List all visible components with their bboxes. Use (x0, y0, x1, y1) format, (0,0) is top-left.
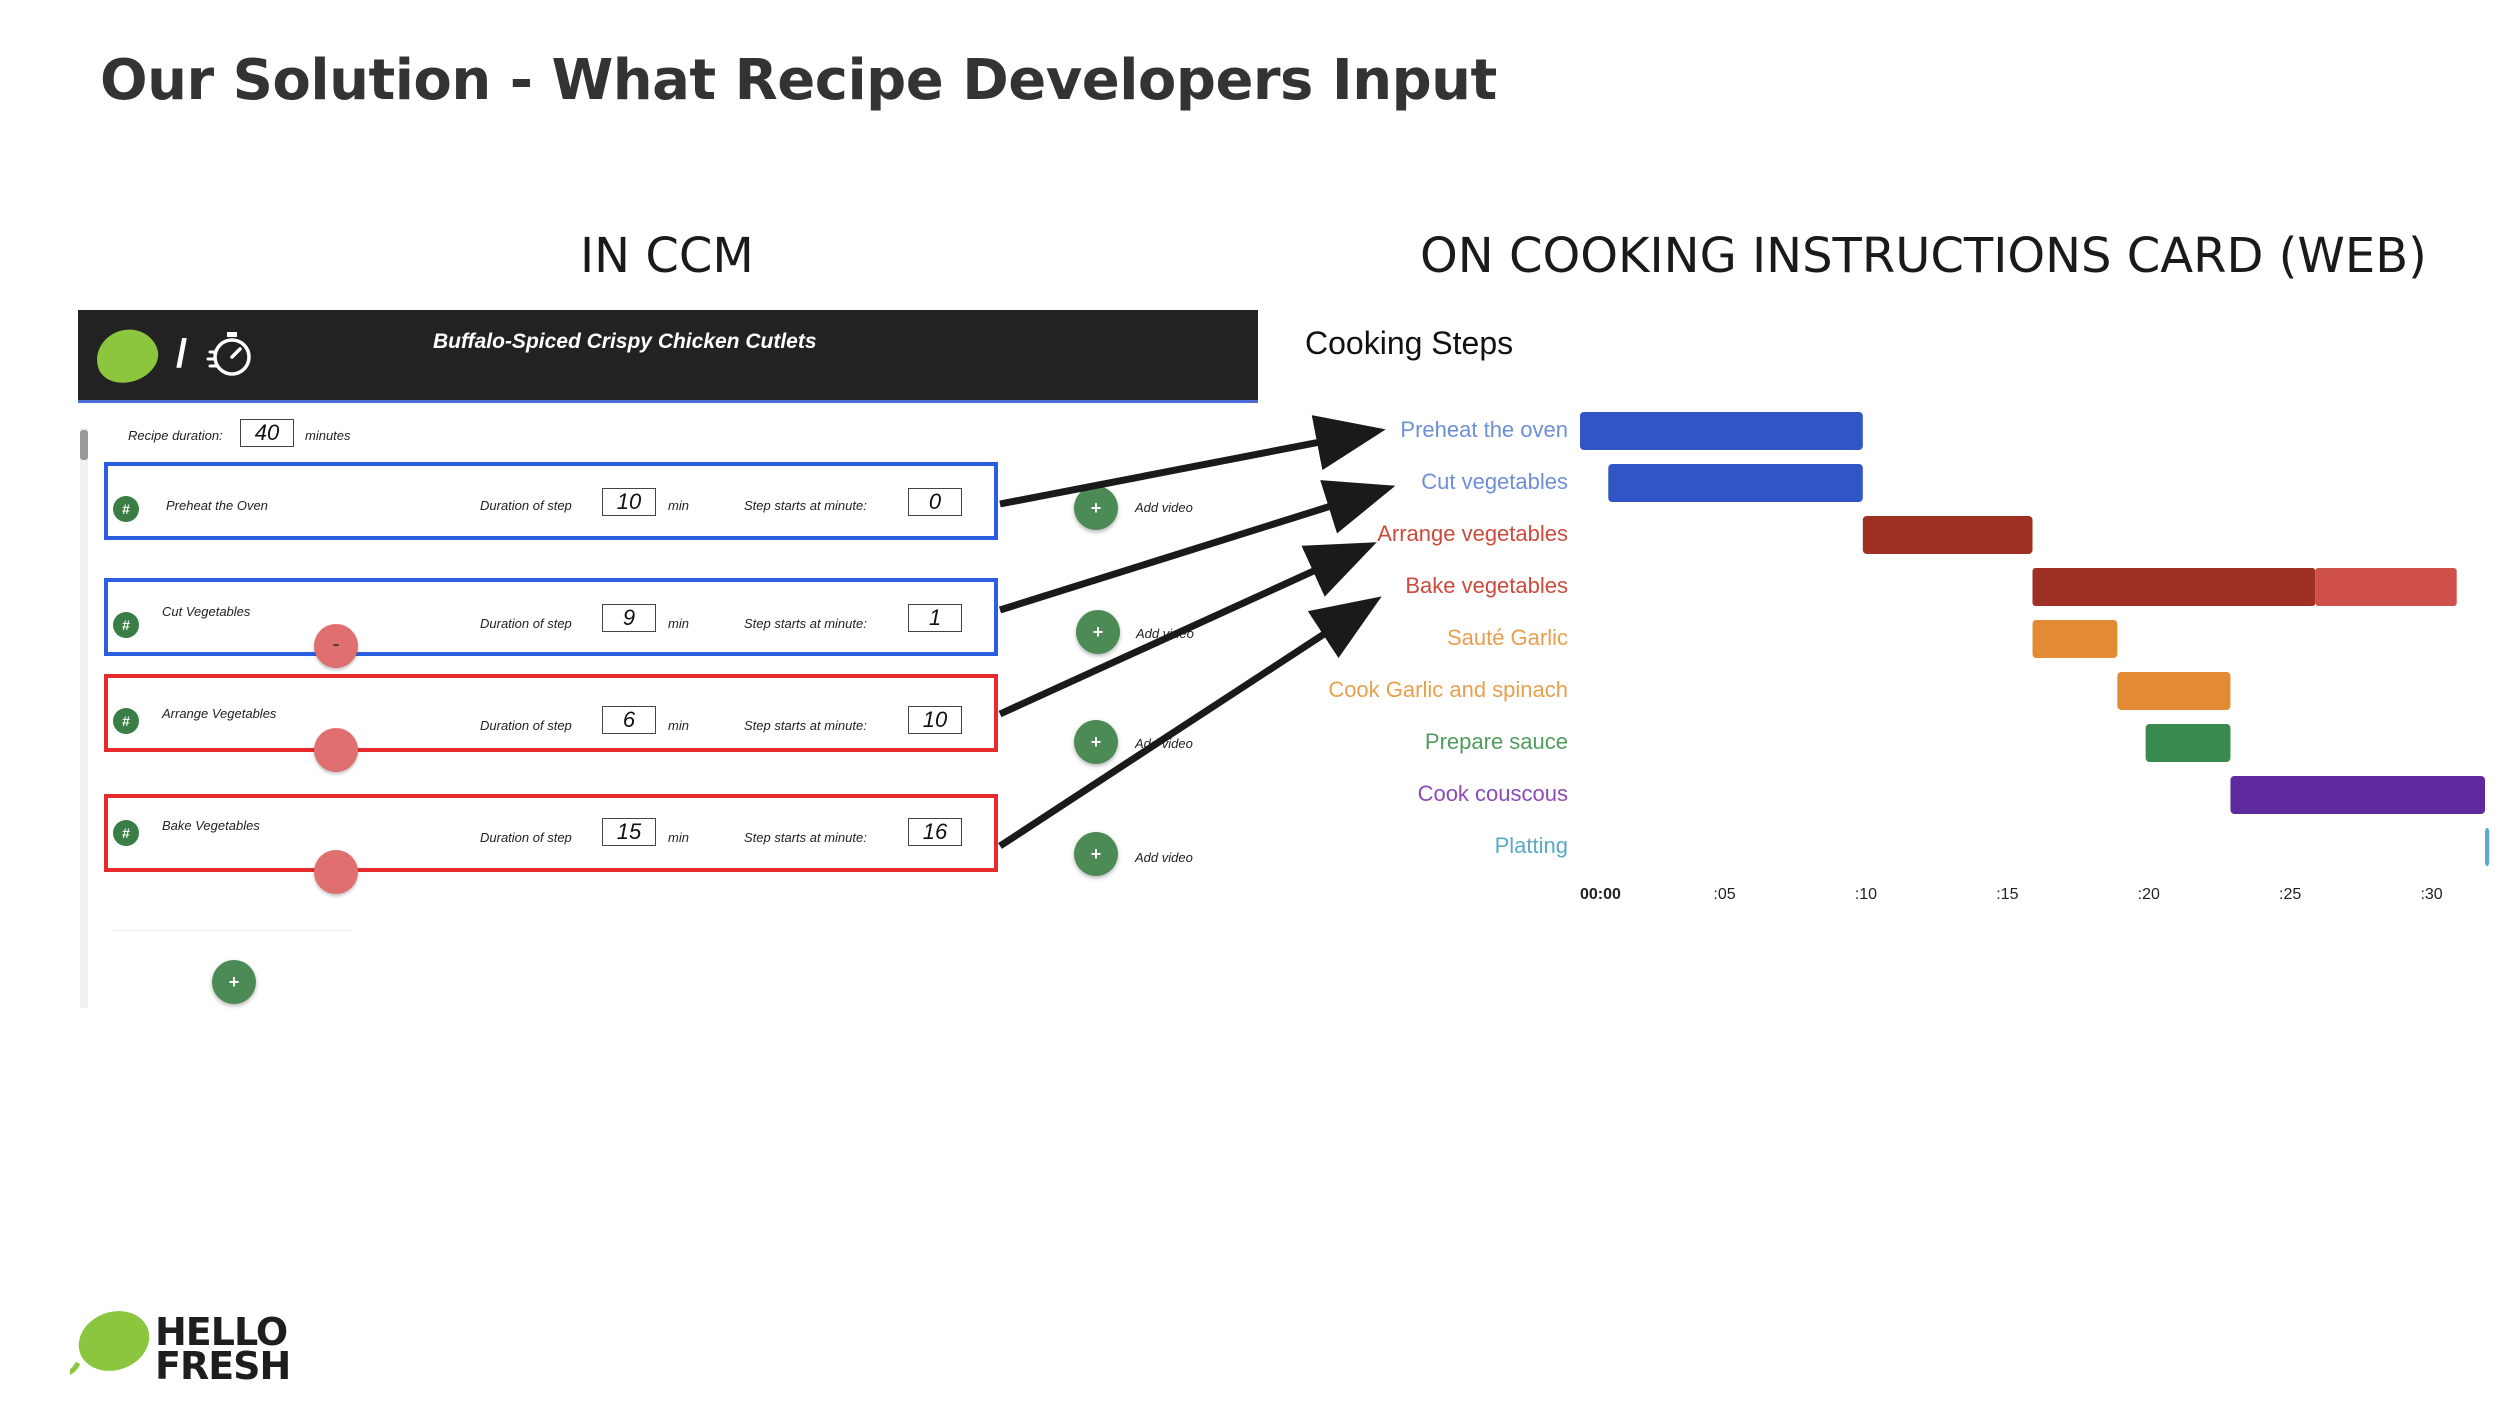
duration-label: Duration of step (480, 616, 572, 631)
x-tick-label: :30 (2420, 886, 2443, 903)
step-number-icon[interactable]: # (113, 612, 139, 638)
duration-input[interactable]: 6 (602, 706, 656, 734)
gantt-bar (1608, 464, 1863, 502)
start-minute-input[interactable]: 10 (908, 706, 962, 734)
gantt-bar (2485, 828, 2490, 866)
duration-label: Duration of step (480, 718, 572, 733)
ccm-header-bar: / Buffalo-Spiced Crispy Chicken Cutlets (78, 310, 1258, 403)
remove-step-button[interactable]: - (314, 624, 358, 668)
breadcrumb-separator: / (176, 332, 188, 376)
min-label: min (668, 830, 689, 845)
recipe-duration-input[interactable]: 40 (240, 419, 294, 447)
min-label: min (668, 498, 689, 513)
step-number-icon[interactable]: # (113, 820, 139, 846)
remove-step-button[interactable] (314, 850, 358, 894)
arrow-arrange (998, 542, 1377, 718)
add-step-button[interactable]: + (212, 960, 256, 1004)
task-label: Arrange vegetables (1377, 521, 1568, 546)
gantt-bar (2032, 568, 2316, 606)
add-video-button[interactable]: + (1074, 720, 1118, 764)
step-number-icon[interactable]: # (113, 708, 139, 734)
step-card-bake: # Bake Vegetables Duration of step 15 mi… (104, 794, 998, 872)
step-name: Cut Vegetables (162, 604, 251, 619)
step-name: Bake Vegetables (162, 818, 260, 833)
x-tick-label: :05 (1713, 886, 1736, 903)
task-label: Bake vegetables (1405, 573, 1568, 598)
add-video-label[interactable]: Add video (1135, 850, 1193, 865)
timer-icon[interactable] (204, 328, 256, 380)
duration-label: Duration of step (480, 830, 572, 845)
x-tick-label: :25 (2279, 886, 2302, 903)
start-label: Step starts at minute: (744, 718, 867, 733)
x-tick-label: :15 (1996, 886, 2019, 903)
slide-title: Our Solution - What Recipe Developers In… (100, 48, 1497, 113)
start-label: Step starts at minute: (744, 498, 867, 513)
step-card-preheat: # Preheat the Oven Duration of step 10 m… (104, 462, 998, 540)
scrollbar-thumb[interactable] (80, 430, 88, 460)
gantt-bar (2032, 620, 2118, 658)
x-tick-label: :20 (2137, 886, 2160, 903)
gantt-bar (2315, 568, 2457, 606)
start-label: Step starts at minute: (744, 830, 867, 845)
gantt-bar (1580, 412, 1863, 450)
web-card-heading: ON COOKING INSTRUCTIONS CARD (WEB) (1420, 228, 2427, 284)
step-name: Arrange Vegetables (162, 706, 277, 721)
arrow-preheat (999, 415, 1386, 508)
step-card-arrange: # Arrange Vegetables Duration of step 6 … (104, 674, 998, 752)
ccm-heading: IN CCM (580, 228, 754, 284)
task-label: Preheat the oven (1400, 417, 1568, 442)
task-label: Prepare sauce (1424, 729, 1568, 754)
add-video-button[interactable]: + (1076, 610, 1120, 654)
chart-title: Cooking Steps (1305, 325, 1514, 361)
scrollbar-track[interactable] (80, 428, 88, 1008)
chart-x-axis: 00:00 :05 :10 :15 :20 :25 :30 (1580, 0, 2500, 1000)
start-minute-input[interactable]: 1 (908, 604, 962, 632)
x-tick-label: 00:00 (1580, 886, 1621, 903)
step-card-cut: # Cut Vegetables Duration of step 9 min … (104, 578, 998, 656)
add-video-button[interactable]: + (1074, 486, 1118, 530)
task-label: Sauté Garlic (1446, 625, 1568, 650)
arrow-bake (998, 596, 1382, 849)
task-label: Cook couscous (1417, 781, 1568, 806)
duration-input[interactable]: 10 (602, 488, 656, 516)
start-label: Step starts at minute: (744, 616, 867, 631)
minutes-label: minutes (305, 428, 351, 443)
gantt-bar (2230, 776, 2485, 814)
gantt-chart (1580, 412, 2490, 866)
recipe-duration-label: Recipe duration: (128, 428, 223, 443)
start-minute-input[interactable]: 16 (908, 818, 962, 846)
add-video-button[interactable]: + (1074, 832, 1118, 876)
min-label: min (668, 616, 689, 631)
duration-label: Duration of step (480, 498, 572, 513)
duration-input[interactable]: 9 (602, 604, 656, 632)
hellofresh-logo-icon (70, 1311, 150, 1375)
arrow-cut (998, 480, 1396, 614)
task-label: Cut vegetables (1421, 469, 1568, 494)
min-label: min (668, 718, 689, 733)
remove-step-button[interactable] (314, 728, 358, 772)
task-label: Platting (1494, 833, 1568, 858)
task-label: Cook Garlic and spinach (1328, 677, 1568, 702)
hellofresh-logo-text: HELLO FRESH (155, 1310, 291, 1388)
duration-input[interactable]: 15 (602, 818, 656, 846)
logo-line-1: HELLO (155, 1310, 288, 1354)
step-name: Preheat the Oven (166, 498, 268, 513)
logo-line-2: FRESH (155, 1344, 291, 1388)
x-tick-label: :10 (1854, 886, 1878, 903)
add-video-label[interactable]: Add video (1135, 500, 1193, 515)
recipe-name: Buffalo-Spiced Crispy Chicken Cutlets (433, 330, 817, 353)
start-minute-input[interactable]: 0 (908, 488, 962, 516)
divider (112, 930, 352, 931)
gantt-bar (1862, 516, 2033, 554)
gantt-bar (2117, 672, 2231, 710)
step-number-icon[interactable]: # (113, 496, 139, 522)
gantt-bar (2145, 724, 2231, 762)
